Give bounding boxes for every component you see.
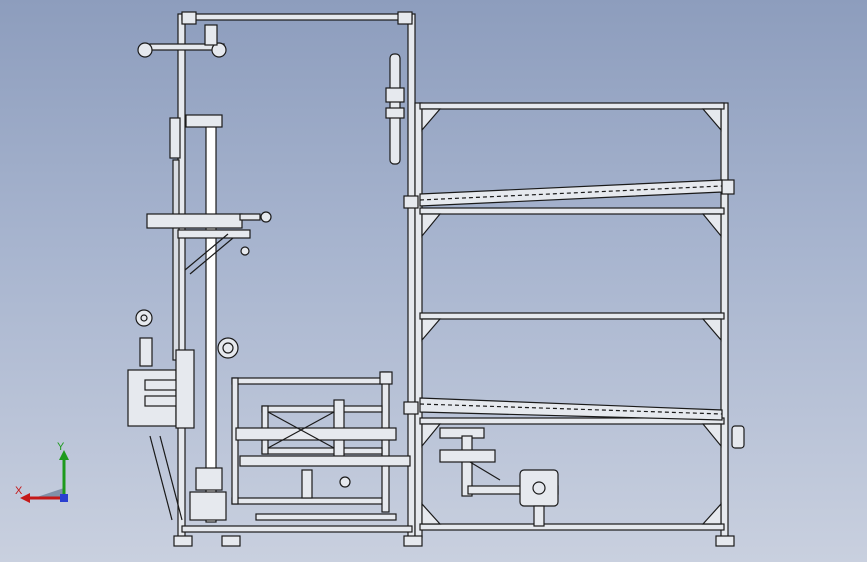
shelf-beam-top [419, 102, 725, 110]
shelf-frame-post-left [414, 102, 423, 538]
left-frame-top-beam [181, 13, 413, 21]
corner-bracket-tl [181, 11, 197, 25]
leveling-feet [173, 535, 735, 547]
left-frame-bottom-beam [181, 525, 413, 533]
axis-x-label: X [15, 485, 23, 497]
roller-conveyor-upper [403, 179, 735, 209]
shelf-beam-2 [419, 312, 725, 320]
inner-cart-frame [231, 371, 411, 521]
shelf-beam-3 [419, 417, 725, 425]
triad-axes-icon [20, 450, 69, 503]
roller-conveyor-lower [403, 397, 723, 421]
arm-bracket [146, 211, 272, 275]
lower-right-mechanism [439, 425, 745, 527]
shelf-frame-post-right [720, 102, 729, 538]
top-handle-bracket [204, 24, 218, 46]
side-valve [385, 53, 405, 165]
axis-y-label: Y [57, 441, 65, 453]
left-tall-frame [137, 11, 416, 543]
lift-column [169, 114, 223, 523]
right-shelf-frame [414, 102, 729, 538]
top-handle-knob-left [137, 42, 153, 58]
motor-assembly [127, 309, 239, 521]
top-handle-knob-right [211, 42, 227, 58]
corner-bracket-tr [397, 11, 413, 25]
shelf-beam-1 [419, 207, 725, 215]
shelf-beam-bottom [419, 523, 725, 531]
orientation-triad: X Y [12, 438, 92, 518]
